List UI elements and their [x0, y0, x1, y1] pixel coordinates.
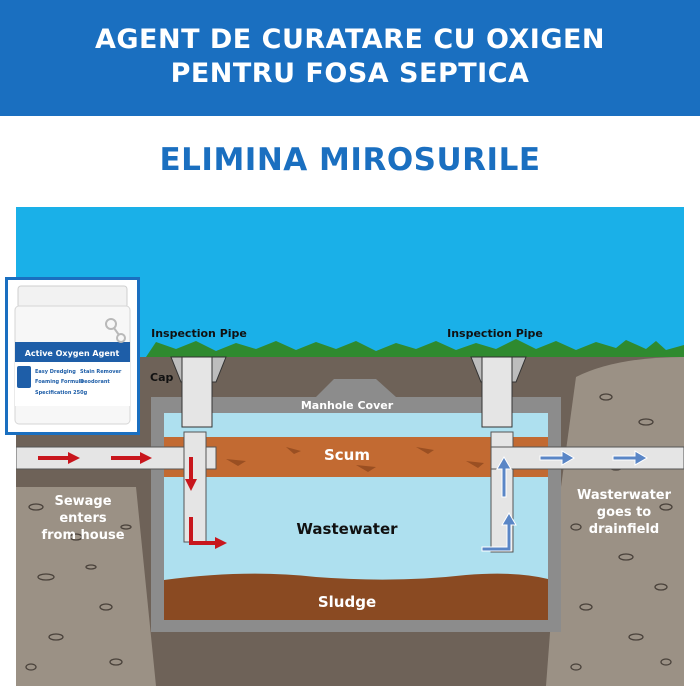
inlet-label-line1: Sewage: [54, 494, 111, 509]
inlet-tee-vertical: [183, 431, 207, 543]
product-feature-1: Easy Dredging: [35, 369, 76, 375]
manhole-cover-label: Manhole Cover: [301, 399, 394, 412]
product-feature-2: Stain Remover: [80, 369, 122, 375]
inlet-label-line2: enters: [59, 511, 107, 526]
molecule-icon: [105, 318, 126, 343]
product-feature-3: Foaming Formula: [35, 379, 84, 385]
outlet-label-line2: goes to: [597, 505, 652, 520]
outlet-pipe-horizontal: [490, 446, 684, 470]
inspection-pipe-right-label: Inspection Pipe: [447, 327, 543, 340]
cap-label: Cap: [150, 371, 173, 384]
title-line-1: AGENT DE CURATARE CU OXIGEN: [94, 24, 606, 55]
product-specification: Specification 250g: [35, 390, 88, 396]
product-feature-4: Deodorant: [80, 379, 110, 385]
outlet-flow-arrows: [481, 450, 648, 552]
right-inspection-pipe: [481, 356, 513, 428]
product-image: Active Oxygen Agent Easy Dredging Stain …: [5, 277, 140, 435]
product-jar: Active Oxygen Agent Easy Dredging Stain …: [14, 285, 131, 425]
gravel-left: [16, 487, 156, 686]
inlet-label-line3: from house: [41, 528, 124, 543]
grass: [16, 339, 684, 357]
left-inspection-pipe: [181, 356, 213, 428]
outlet-label-line1: Wasterwater: [577, 488, 672, 503]
inlet-flow-arrows: [38, 452, 227, 549]
product-label-band: [15, 342, 130, 362]
sludge-layer: [164, 573, 548, 620]
scum-layer: [164, 437, 548, 477]
title-line-2: PENTRU FOSA SEPTICA: [170, 58, 530, 89]
inspection-pipe-left-label: Inspection Pipe: [151, 327, 247, 340]
outlet-label-line3: drainfield: [589, 522, 659, 537]
product-label-title: Active Oxygen Agent: [25, 349, 120, 358]
wastewater-label: Wastewater: [296, 520, 398, 538]
scum-label: Scum: [324, 446, 370, 464]
manhole-cover: [316, 379, 396, 397]
title-banner: AGENT DE CURATARE CU OXIGEN PENTRU FOSA …: [0, 0, 700, 116]
headline: ELIMINA MIROSURILE: [159, 142, 541, 178]
gravel-right: [546, 357, 684, 686]
sludge-label: Sludge: [318, 593, 376, 611]
